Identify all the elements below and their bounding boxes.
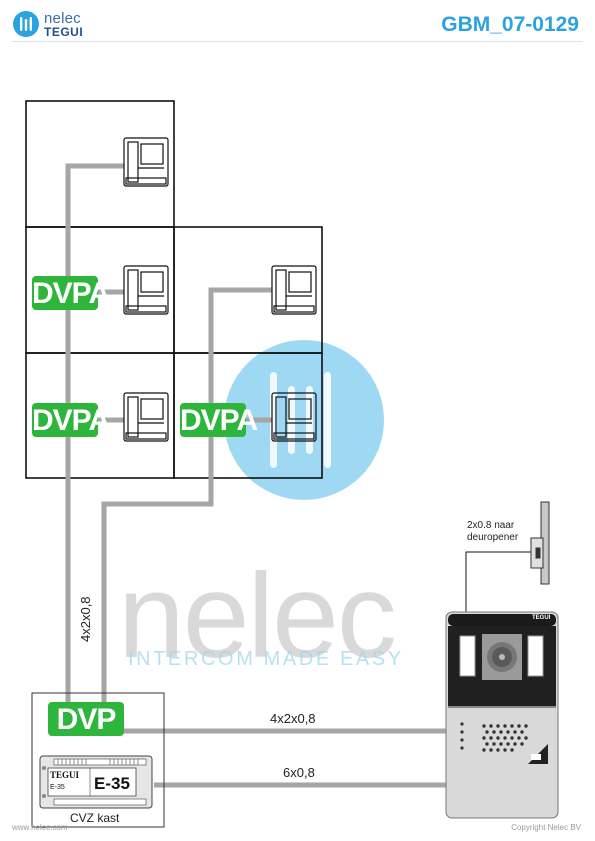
dvp-module: DVP (48, 702, 124, 736)
cabinet-outline (31, 692, 165, 828)
building-outline (25, 100, 323, 479)
door-opener-icon (530, 501, 550, 585)
document-code: GBM_07-0129 (441, 13, 579, 36)
dvpa-module: DVPA (180, 403, 258, 437)
dvpa-module: DVPA (32, 276, 110, 310)
dvpa-module: DVPA (32, 403, 110, 437)
cable-label-panel: 4x2x0,8 (270, 711, 316, 726)
brand-sub: TEGUI (44, 25, 84, 39)
monitor-icon (271, 392, 317, 442)
panel-brand: TEGUI (532, 615, 551, 621)
monitor-icon (271, 265, 317, 315)
door-station-panel (445, 611, 559, 819)
power-supply-unit (39, 755, 153, 809)
psu-brand: TEGUI (50, 770, 80, 780)
monitor-icon (123, 137, 169, 187)
nelec-logo-icon (13, 11, 39, 37)
cabinet-label: CVZ kast (70, 811, 120, 825)
cable-label-riser: 4x2x0,8 (78, 596, 93, 642)
monitor-icon (123, 265, 169, 315)
footer-website[interactable]: www.nelec.com (12, 823, 68, 832)
monitor-icon (123, 392, 169, 442)
watermark-tagline: INTERCOM MADE EASY (128, 648, 404, 670)
psu-model: E-35 (94, 774, 130, 793)
watermark-word: nelec (118, 549, 397, 683)
door-opener-wire (465, 551, 536, 612)
cable-label-door-opener: 2x0.8 naar deuropener (467, 520, 519, 543)
psu-model-small: E-35 (50, 784, 65, 791)
brand-name: nelec (44, 10, 81, 27)
watermark-bars-icon (264, 372, 344, 472)
header-divider (12, 41, 583, 42)
footer-copyright: Copyright Nelec BV (511, 823, 581, 832)
cable-runs (65, 163, 446, 788)
cable-label-power: 6x0,8 (283, 765, 315, 780)
